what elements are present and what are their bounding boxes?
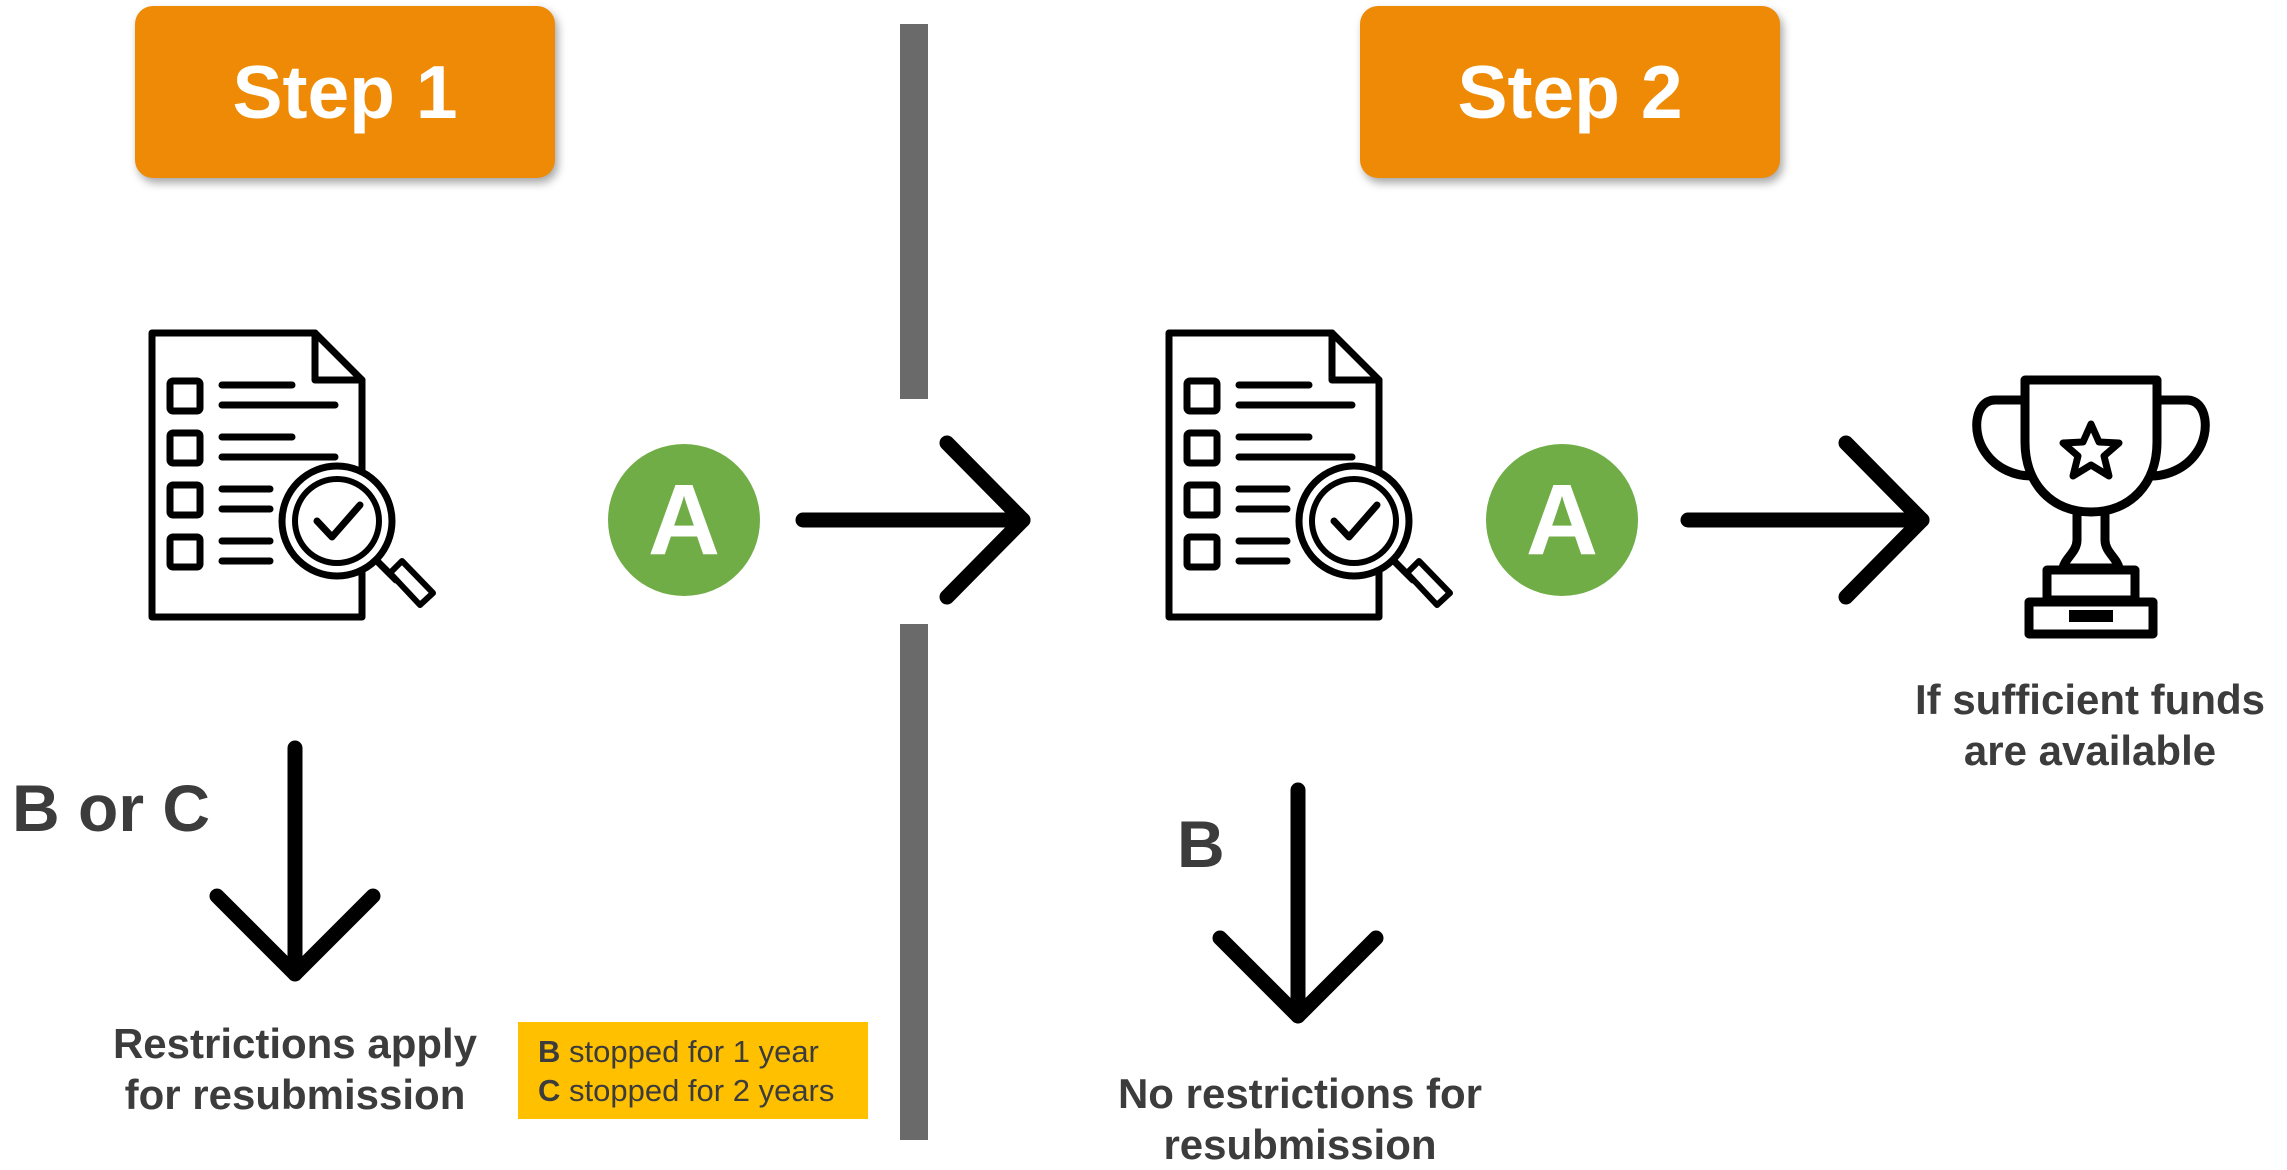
step-2-header: Step 2 xyxy=(1360,6,1780,178)
grade-a-badge-step-1: A xyxy=(608,444,760,596)
trophy-icon xyxy=(1972,375,2210,639)
magnifier-check-icon xyxy=(278,462,436,608)
step-1-caption-line-1: Restrictions apply xyxy=(112,1020,478,1067)
arrow-right-icon xyxy=(795,435,1031,605)
divider-top xyxy=(900,24,928,399)
arrow-down-icon xyxy=(209,740,381,982)
divider-bottom xyxy=(900,624,928,1140)
success-caption-line-1: If sufficient funds xyxy=(1915,676,2265,723)
note-line-b: B stopped for 1 year xyxy=(538,1034,819,1069)
grade-a-badge-step-2: A xyxy=(1486,444,1638,596)
step-2-fail-label: B xyxy=(1177,807,1225,881)
step-1-caption-line-2: for resubmission xyxy=(124,1071,466,1118)
note-line-c: C stopped for 2 years xyxy=(538,1073,835,1108)
document-checklist-icon xyxy=(1165,329,1453,621)
step-2-caption-line-1: No restrictions for xyxy=(1117,1070,1483,1117)
restriction-note: B stopped for 1 year C stopped for 2 yea… xyxy=(518,1022,868,1119)
step-2-caption: No restrictions for resubmission xyxy=(1100,1068,1500,1170)
step-1-fail-label: B or C xyxy=(12,771,210,845)
step-2-caption-line-2: resubmission xyxy=(1163,1121,1437,1168)
magnifier-check-icon xyxy=(1295,462,1453,608)
arrow-right-icon xyxy=(1680,435,1930,605)
step-1-caption: Restrictions apply for resubmission xyxy=(95,1018,495,1120)
document-checklist-icon xyxy=(148,329,436,621)
success-caption: If sufficient funds are available xyxy=(1895,674,2285,776)
success-caption-line-2: are available xyxy=(1963,727,2217,774)
step-1-header: Step 1 xyxy=(135,6,555,178)
arrow-down-icon xyxy=(1212,782,1384,1024)
